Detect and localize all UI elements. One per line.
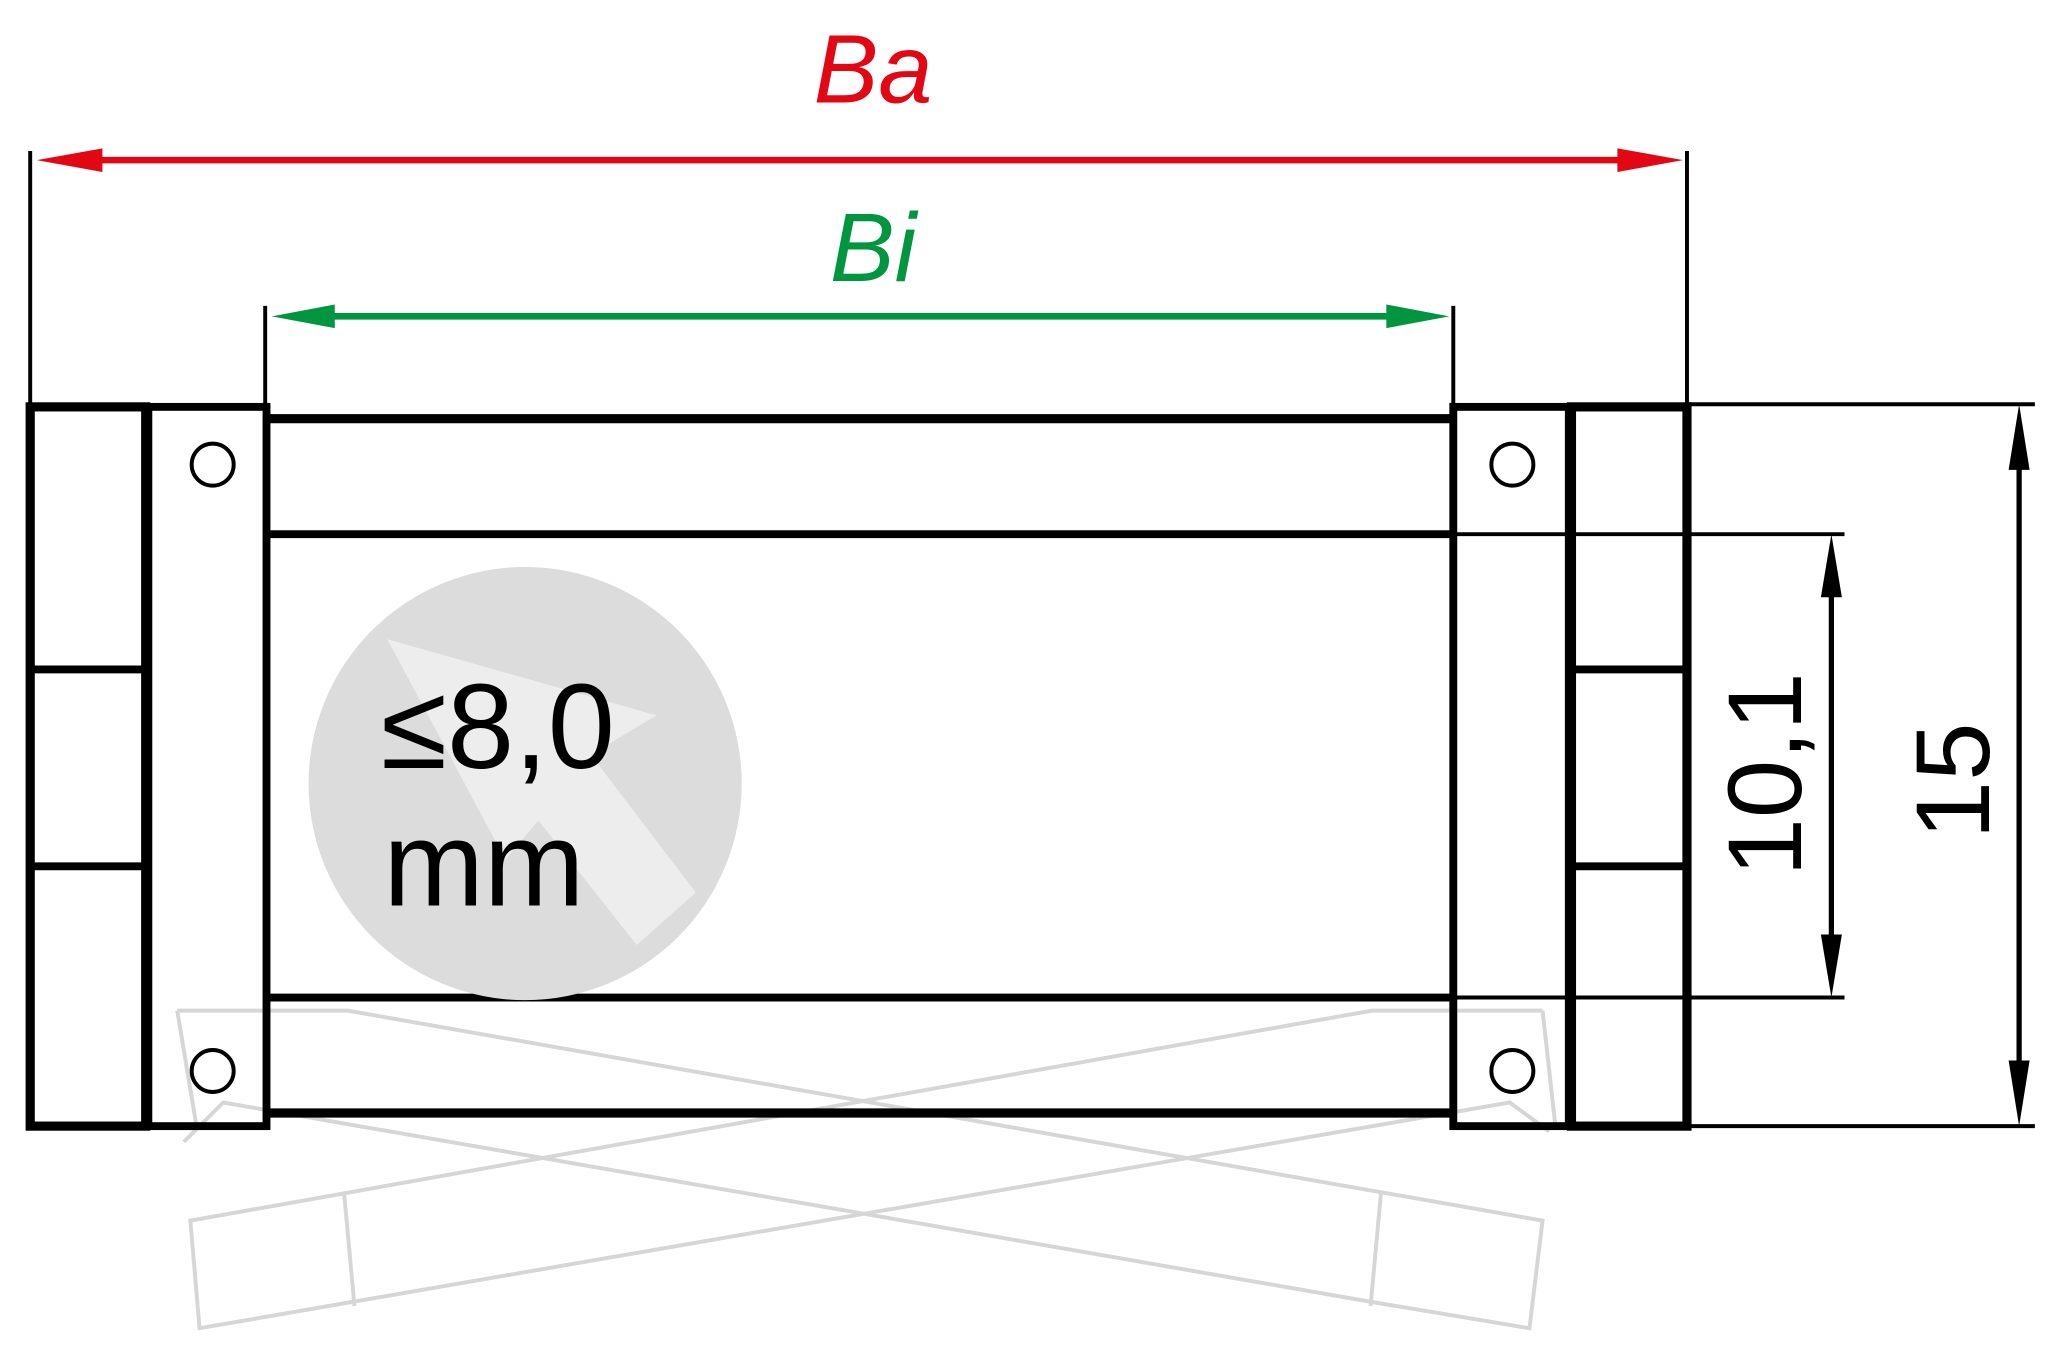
left-side-plate [25,402,151,1131]
inner-width-dimension: Bi [271,193,1450,329]
screw-hole-icon [1489,1048,1536,1094]
outer-width-dimension: Ba [36,14,1684,172]
screw-hole-icon [189,441,236,488]
screw-hole-icon [1489,441,1536,488]
inner-height-dimension: 10,1 [1707,534,1842,998]
outer-height-label: 15 [1895,723,2012,840]
inner-height-label: 10,1 [1707,672,1824,876]
chain-link-cross-section [25,402,1692,1131]
right-inner-plate [1449,402,1573,1131]
extension-lines [28,150,2035,1129]
max-diameter-badge: ≤8,0 mm [308,567,742,1001]
badge-arrow-icon [387,639,696,945]
right-side-plate [1566,402,1692,1131]
screw-hole-icon [189,1048,236,1094]
badge-value: ≤8,0 [381,659,615,794]
ghost-open-link [175,1008,1558,1331]
outer-width-label: Ba [814,14,933,123]
outer-height-dimension: 15 [1895,404,2030,1127]
badge-unit: mm [383,797,584,932]
inner-width-label: Bi [830,193,919,302]
left-inner-plate [144,402,271,1131]
